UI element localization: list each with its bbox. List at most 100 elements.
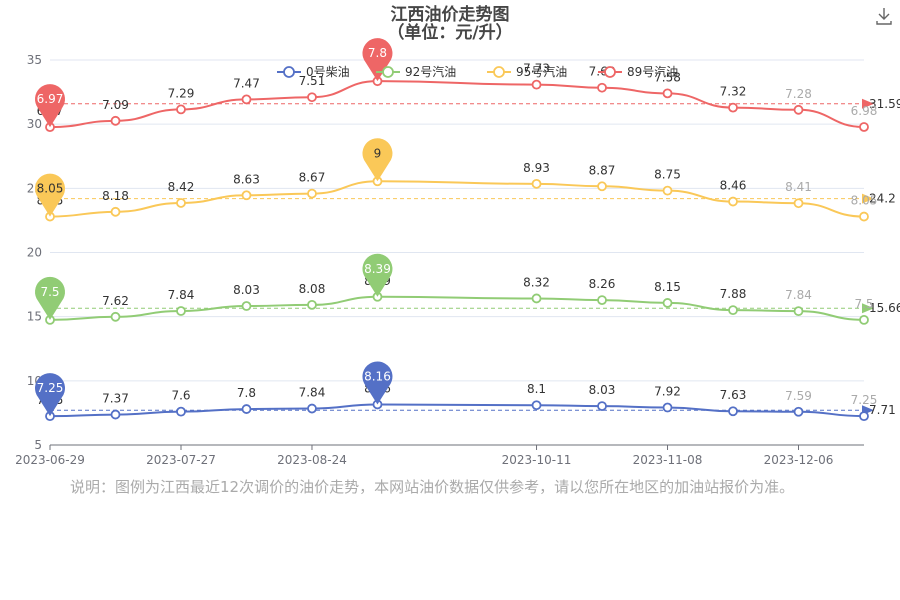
data-label: 7.84: [168, 288, 195, 302]
max-marker-shape: [362, 253, 393, 297]
y-tick-label: 30: [27, 117, 42, 131]
data-label: 8.67: [299, 171, 326, 185]
data-label: 8.32: [523, 275, 550, 289]
data-point: [531, 79, 542, 90]
data-point: [859, 314, 869, 325]
min-marker-shape: [35, 84, 65, 128]
data-label: 7.84: [299, 386, 326, 400]
data-point: [662, 185, 673, 196]
data-point: [793, 104, 804, 115]
data-point: [241, 301, 252, 311]
min-marker-label: 7.25: [37, 381, 64, 395]
max-marker-label: 8.39: [364, 262, 391, 276]
data-point: [531, 178, 542, 189]
data-label: 7.09: [102, 98, 129, 112]
legend-label: 92号汽油: [405, 64, 456, 79]
data-label: 8.93: [523, 161, 550, 175]
data-point: [241, 404, 252, 414]
chart-title: 江西油价走势图: [391, 4, 510, 25]
data-point: [859, 122, 869, 132]
data-point: [597, 295, 607, 306]
data-label: 7.47: [233, 76, 260, 90]
data-point: [662, 402, 673, 413]
data-point: [728, 305, 738, 316]
min-marker-shape: [35, 276, 66, 320]
avg-label: 15.66: [869, 301, 900, 315]
data-point: [531, 400, 542, 411]
data-label: 8.87: [589, 163, 616, 177]
legend-marker: [493, 66, 505, 78]
data-point: [307, 403, 317, 414]
data-label: 7.84: [785, 288, 812, 302]
data-point: [531, 293, 542, 304]
data-point: [307, 299, 317, 310]
data-point: [176, 104, 186, 115]
data-point: [176, 306, 186, 316]
data-point: [110, 115, 121, 126]
data-point: [859, 211, 869, 222]
data-label: 8.15: [654, 280, 681, 294]
legend-marker: [283, 66, 295, 78]
max-marker: 7.8: [362, 38, 393, 82]
data-label: 7.63: [720, 388, 747, 402]
legend-label: 89号汽油: [627, 64, 678, 79]
y-tick-label: 35: [27, 53, 42, 67]
legend-marker: [604, 66, 616, 78]
data-label: 7.6: [171, 389, 190, 403]
avg-arrow: [862, 303, 874, 314]
data-label: 8.63: [233, 172, 260, 186]
data-label: 7.5: [854, 297, 873, 311]
download-icon[interactable]: [874, 6, 894, 26]
y-tick-label: 15: [27, 310, 42, 324]
data-label: 7.73: [523, 62, 550, 76]
chart-subtitle: （单位：元/升）: [387, 22, 512, 43]
data-point: [176, 198, 186, 208]
data-label: 7.8: [237, 386, 256, 400]
data-point: [597, 82, 607, 93]
data-point: [859, 411, 869, 422]
x-tick-label: 2023-07-27: [146, 453, 216, 467]
data-point: [793, 306, 804, 317]
data-point: [728, 406, 738, 417]
y-tick-label: 20: [27, 246, 42, 260]
max-marker: 8.39: [362, 253, 393, 297]
min-marker: 6.97: [35, 84, 65, 128]
x-tick-label: 2023-06-29: [15, 453, 85, 467]
data-point: [728, 102, 738, 113]
data-point: [597, 181, 607, 192]
legend-label: 0号柴油: [306, 65, 350, 79]
y-tick-label: 5: [34, 438, 42, 452]
x-tick-label: 2023-12-06: [764, 453, 834, 467]
data-label: 8.46: [720, 179, 747, 193]
min-marker-label: 6.97: [37, 92, 64, 106]
data-label: 8.26: [589, 277, 616, 291]
data-label: 7.59: [785, 389, 812, 403]
max-marker-shape: [362, 138, 393, 182]
data-label: 8.03: [233, 283, 260, 297]
data-label: 7.92: [654, 385, 681, 399]
data-label: 7.29: [168, 86, 195, 100]
avg-label: 7.71: [869, 403, 896, 417]
data-label: 7.88: [720, 287, 747, 301]
data-label: 7.51: [299, 74, 326, 88]
data-point: [307, 92, 317, 103]
avg-label: 24.2: [869, 192, 896, 206]
x-tick-label: 2023-10-11: [502, 453, 572, 467]
data-label: 8.03: [589, 383, 616, 397]
avg-label: 31.59: [869, 97, 900, 111]
note-text: 说明：图例为江西最近12次调价的油价走势，本网站油价数据仅供参考，请以您所在地区…: [70, 478, 795, 496]
data-label: 7.62: [102, 294, 129, 308]
data-label: 8.41: [785, 180, 812, 194]
data-point: [597, 401, 607, 412]
data-point: [110, 206, 121, 217]
data-label: 8.18: [102, 189, 129, 203]
max-marker: 8.16: [362, 361, 393, 405]
data-label: 7.37: [102, 392, 129, 406]
max-marker-label: 8.16: [364, 369, 391, 383]
data-point: [662, 88, 673, 99]
avg-arrow: [862, 193, 874, 204]
data-label: 8.05: [851, 194, 878, 208]
data-point: [662, 298, 673, 308]
data-point: [793, 198, 804, 209]
